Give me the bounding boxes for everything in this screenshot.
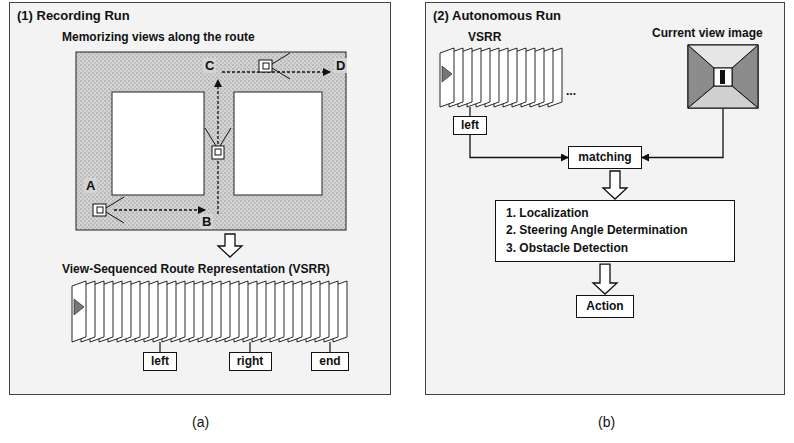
- box-text: matching: [577, 150, 633, 165]
- strip-label: VSRR: [468, 30, 501, 44]
- robot-icon: [205, 128, 231, 159]
- panel: (2) Autonomous Run left matching 1. Localiz…: [425, 2, 785, 395]
- box-text: Action: [585, 299, 625, 314]
- building-block: [234, 92, 322, 195]
- panel-ground: [9, 2, 391, 395]
- box-text: 3. Obstacle Detection: [506, 240, 724, 257]
- box-text: left: [460, 118, 480, 133]
- tag-box: right: [229, 352, 272, 371]
- box-text: right: [236, 354, 265, 369]
- down-arrow: [218, 234, 242, 257]
- process-box: Action: [576, 295, 634, 318]
- process-box: 1. Localization2. Steering Angle Determi…: [495, 200, 735, 262]
- tag-box: left: [453, 116, 487, 135]
- panel-title: (2) Autonomous Run: [433, 8, 561, 23]
- tick: [160, 107, 470, 352]
- box-text: end: [318, 354, 342, 369]
- ellipsis: ...: [566, 84, 576, 98]
- section-heading: View-Sequenced Route Representation (VSR…: [62, 262, 330, 276]
- map-area: [76, 52, 346, 230]
- view-sequence: [72, 281, 347, 342]
- tag-box: left: [143, 352, 177, 371]
- place-letter: B: [200, 214, 213, 229]
- panel-caption: (a): [192, 414, 209, 430]
- process-box: matching: [568, 146, 642, 169]
- robot-icon: [259, 53, 290, 79]
- box-text: 2. Steering Angle Determination: [506, 222, 724, 239]
- place-letter: C: [203, 58, 216, 73]
- input-arrow: [470, 135, 568, 158]
- image-label: Current view image: [652, 26, 763, 40]
- panel-ground: [425, 2, 785, 395]
- flow-arrow: [593, 264, 617, 294]
- robot-icon: [93, 197, 124, 223]
- flow-arrow: [603, 171, 627, 199]
- view-image: [688, 45, 758, 108]
- place-letter: A: [84, 178, 97, 193]
- subtitle: Memorizing views along the route: [62, 30, 255, 44]
- box-text: 1. Localization: [506, 205, 724, 222]
- route: [114, 72, 330, 214]
- panel-title: (1) Recording Run: [17, 8, 130, 23]
- place-letter: D: [334, 58, 347, 73]
- building-block: [112, 92, 204, 195]
- box-text: left: [150, 354, 170, 369]
- view-sequence: [440, 48, 562, 107]
- input-arrow: [642, 109, 723, 158]
- panel-caption: (b): [598, 414, 615, 430]
- tag-box: end: [311, 352, 349, 371]
